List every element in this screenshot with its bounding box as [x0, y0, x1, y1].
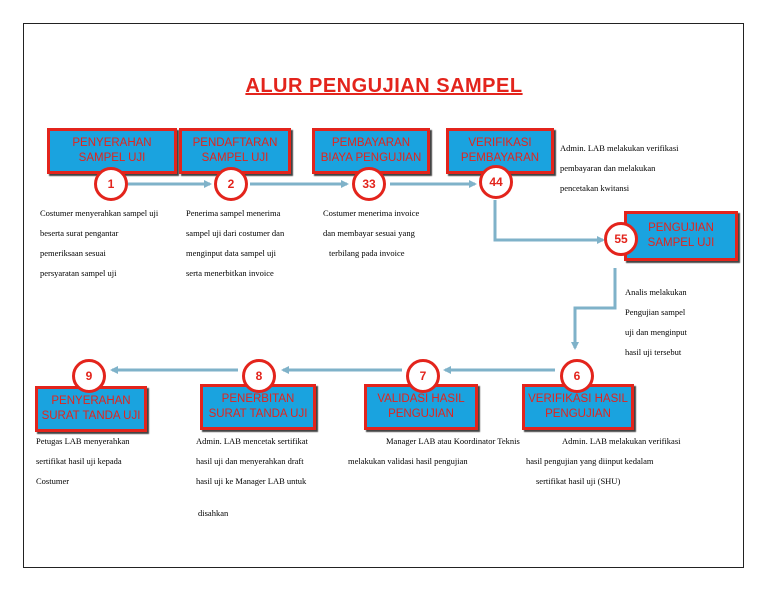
step-8-desc-line: disahkan: [198, 508, 229, 518]
step-4-description: Admin. LAB melakukan verifikasi pembayar…: [560, 138, 679, 198]
step-9-number: 9: [72, 359, 106, 393]
step-6-description: Admin. LAB melakukan verifikasi hasil pe…: [526, 431, 681, 491]
step-9-desc-line: Costumer: [36, 476, 70, 486]
step-9-box: PENYERAHAN SURAT TANDA UJI: [35, 386, 147, 432]
step-4-desc-line: pencetakan kwitansi: [560, 183, 630, 193]
step-4-desc-line: pembayaran dan melakukan: [560, 163, 656, 173]
step-9-desc-line: sertifikat hasil uji kepada: [36, 456, 122, 466]
step-7-number: 7: [406, 359, 440, 393]
step-5-desc-line: hasil uji tersebut: [625, 347, 682, 357]
step-9-label-line1: PENYERAHAN: [51, 395, 131, 407]
step-8-desc-line: hasil uji dan menyerahkan draft: [196, 456, 304, 466]
step-8-desc-line: [196, 491, 308, 503]
step-4-label-line1: VERIFIKASI: [468, 137, 532, 149]
step-8-label-line2: SURAT TANDA UJI: [208, 408, 308, 420]
step-7-label-line2: PENGUJIAN: [388, 408, 454, 420]
step-2-desc-line: Penerima sampel menerima: [186, 208, 281, 218]
step-1-description: Costumer menyerahkan sampel uji beserta …: [40, 203, 158, 283]
step-8-desc-line: hasil uji ke Manager LAB untuk: [196, 476, 307, 486]
step-5-label-line2: SAMPEL UJI: [647, 237, 715, 249]
step-1-desc-line: pemeriksaan sesuai: [40, 248, 106, 258]
step-4-label-line2: PEMBAYARAN: [460, 152, 540, 164]
step-1-desc-line: Costumer menyerahkan sampel uji: [40, 208, 159, 218]
step-3-desc-line: terbilang pada invoice: [329, 248, 405, 258]
step-5-box: PENGUJIAN SAMPEL UJI: [624, 211, 738, 261]
step-2-label-line1: PENDAFTARAN: [192, 137, 278, 149]
step-3-label-line2: BIAYA PENGUJIAN: [320, 152, 422, 164]
step-2-desc-line: sampel uji dari costumer dan: [186, 228, 285, 238]
step-3-description: Costumer menerima invoice dan membayar s…: [323, 203, 419, 263]
step-5-desc-line: Pengujian sampel: [625, 307, 686, 317]
step-9-description: Petugas LAB menyerahkan sertifikat hasil…: [36, 431, 129, 491]
step-4-desc-line: Admin. LAB melakukan verifikasi: [560, 143, 679, 153]
step-6-number: 6: [560, 359, 594, 393]
step-5-desc-line: Analis melakukan: [625, 287, 687, 297]
step-3-desc-line: dan membayar sesuai yang: [323, 228, 415, 238]
arrow-5-6: [571, 268, 617, 350]
diagram-title: ALUR PENGUJIAN SAMPEL: [245, 75, 523, 97]
step-1-box: PENYERAHAN SAMPEL UJI: [47, 128, 177, 174]
step-3-number: 33: [352, 167, 386, 201]
step-6-label-line1: VERIFIKASI HASIL: [528, 393, 628, 405]
step-8-description: Admin. LAB mencetak sertifikat hasil uji…: [196, 431, 308, 523]
step-8-number: 8: [242, 359, 276, 393]
step-1-number: 1: [94, 167, 128, 201]
step-8-desc-line: Admin. LAB mencetak sertifikat: [196, 436, 308, 446]
step-6-label-line2: PENGUJIAN: [545, 408, 611, 420]
step-7-label-line1: VALIDASI HASIL: [377, 393, 465, 405]
step-1-desc-line: beserta surat pengantar: [40, 228, 119, 238]
step-9-label-line2: SURAT TANDA UJI: [41, 410, 141, 422]
step-8-label-line1: PENERBITAN: [221, 393, 295, 405]
step-2-box: PENDAFTARAN SAMPEL UJI: [179, 128, 291, 174]
step-3-label-line1: PEMBAYARAN: [331, 137, 411, 149]
step-6-desc-line: sertifikat hasil uji (SHU): [536, 476, 621, 486]
step-5-number: 55: [604, 222, 638, 256]
step-5-desc-line: uji dan menginput: [625, 327, 687, 337]
step-5-description: Analis melakukan Pengujian sampel uji da…: [625, 282, 687, 362]
step-9-desc-line: Petugas LAB menyerahkan: [36, 436, 130, 446]
step-2-label-line2: SAMPEL UJI: [201, 152, 269, 164]
step-7-desc-line: Manager LAB atau Koordinator Teknis: [386, 436, 520, 446]
step-2-description: Penerima sampel menerima sampel uji dari…: [186, 203, 284, 283]
step-1-desc-line: persyaratan sampel uji: [40, 268, 117, 278]
step-7-description: Manager LAB atau Koordinator Teknis mela…: [348, 431, 520, 471]
step-5-label-line1: PENGUJIAN: [648, 222, 714, 234]
step-4-number: 44: [479, 165, 513, 199]
step-1-label-line2: SAMPEL UJI: [78, 152, 146, 164]
step-3-desc-line: Costumer menerima invoice: [323, 208, 420, 218]
step-2-desc-line: menginput data sampel uji: [186, 248, 276, 258]
diagram-frame: [23, 23, 744, 568]
arrow-4-5: [493, 200, 605, 244]
step-6-desc-line: hasil pengujian yang diinput kedalam: [526, 456, 654, 466]
step-7-desc-line: melakukan validasi hasil pengujian: [348, 456, 468, 466]
step-2-number: 2: [214, 167, 248, 201]
step-1-label-line1: PENYERAHAN: [72, 137, 152, 149]
step-6-desc-line: Admin. LAB melakukan verifikasi: [562, 436, 681, 446]
step-2-desc-line: serta menerbitkan invoice: [186, 268, 274, 278]
